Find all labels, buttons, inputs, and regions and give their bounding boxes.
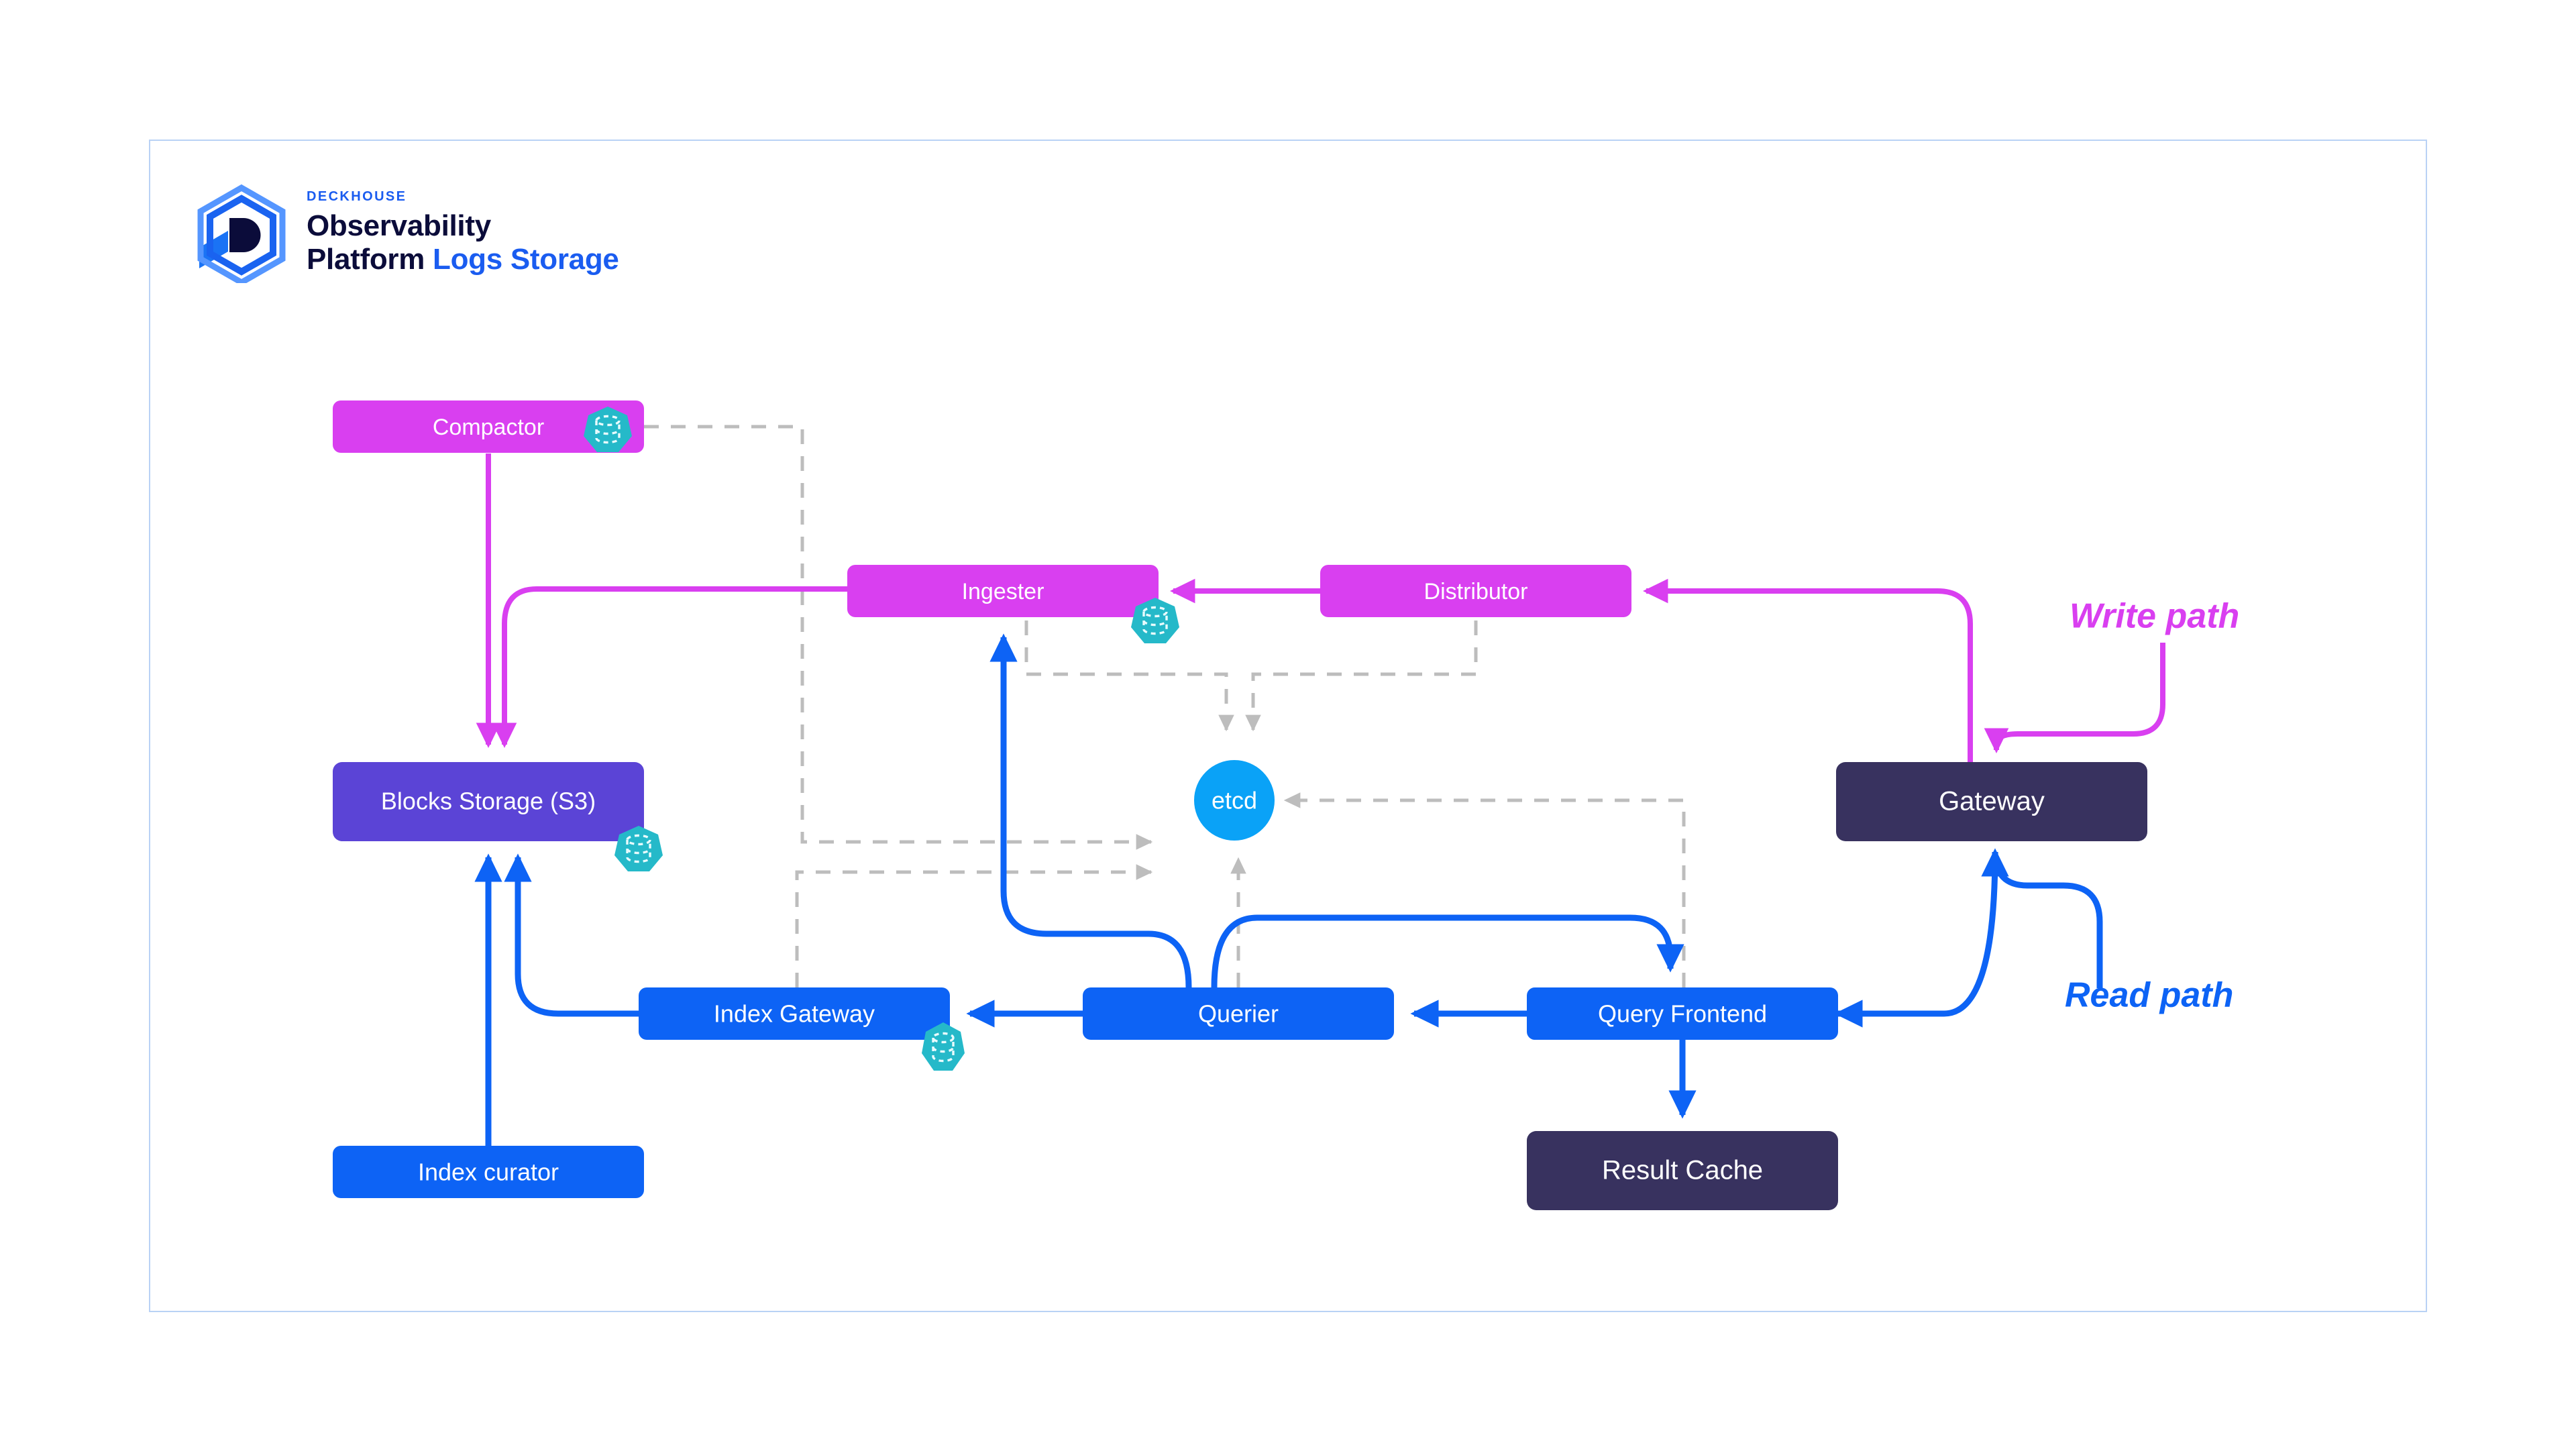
edge-gateway-distributor [1643,578,1973,762]
node-querier-label: Querier [1198,1000,1279,1028]
node-distributor-label: Distributor [1424,579,1528,604]
node-result-cache-label: Result Cache [1602,1156,1763,1185]
deckhouse-hexagon-logo-icon [191,182,292,286]
logo-line-2-accent: Logs Storage [433,242,619,276]
edge-compactor-etcd [644,425,1153,850]
node-index-gateway-label: Index Gateway [714,1000,875,1028]
logo-line-2: Platform Logs Storage [307,243,619,276]
node-compactor[interactable]: Compactor [333,400,644,453]
node-gateway[interactable]: Gateway [1836,762,2147,841]
write-path-leader [1984,643,2165,753]
statefulset-icon [584,407,632,452]
node-querier[interactable]: Querier [1083,987,1394,1040]
node-distributor[interactable]: Distributor [1320,565,1631,617]
node-query-frontend[interactable]: Query Frontend [1527,987,1838,1040]
read-path-label: Read path [2065,976,2233,1015]
edge-gateway-query-frontend-curve [1943,851,1998,1017]
write-path-label: Write path [2070,597,2239,636]
logo-kicker: DECKHOUSE [307,189,407,205]
coordination-links-group [644,425,1686,987]
logo-line-2-prefix: Platform [307,242,425,276]
node-result-cache[interactable]: Result Cache [1527,1131,1838,1210]
edge-query-frontend-etcd [1283,792,1686,987]
node-ingester-label: Ingester [962,579,1044,604]
node-index-curator-label: Index curator [418,1159,559,1186]
edge-index-gateway-blocks-storage [504,853,639,1017]
edge-ingester-etcd [1024,621,1234,732]
edge-distributor-etcd [1245,621,1478,732]
edge-query-frontend-gateway [1981,848,2103,988]
statefulset-icon [1131,598,1179,643]
diagram-frame [149,140,2427,1312]
statefulset-icon [614,826,663,871]
edge-querier-ingester [989,633,1192,988]
write-path-group [476,453,2165,762]
nodes-group: Compactor Ingester [333,400,2147,1210]
read-path-group [474,633,2103,1146]
edge-ingester-blocks-storage [492,586,847,748]
logo-line-1: Observability [307,209,491,243]
node-etcd[interactable]: etcd [1194,760,1275,841]
node-query-frontend-label: Query Frontend [1598,1000,1767,1028]
edge-index-gateway-etcd [795,864,1153,987]
node-index-gateway[interactable]: Index Gateway [639,987,965,1071]
node-gateway-label: Gateway [1939,787,2045,816]
node-compactor-label: Compactor [433,415,544,440]
node-index-curator[interactable]: Index curator [333,1146,644,1198]
node-etcd-label: etcd [1212,787,1257,814]
node-ingester[interactable]: Ingester [847,565,1179,643]
node-blocks-storage[interactable]: Blocks Storage (S3) [333,762,663,871]
product-logo: DECKHOUSE Observability Platform Logs St… [191,182,619,286]
edge-querier-query-frontend [1211,914,1684,988]
statefulset-icon [922,1022,965,1071]
node-blocks-storage-label: Blocks Storage (S3) [381,788,596,815]
